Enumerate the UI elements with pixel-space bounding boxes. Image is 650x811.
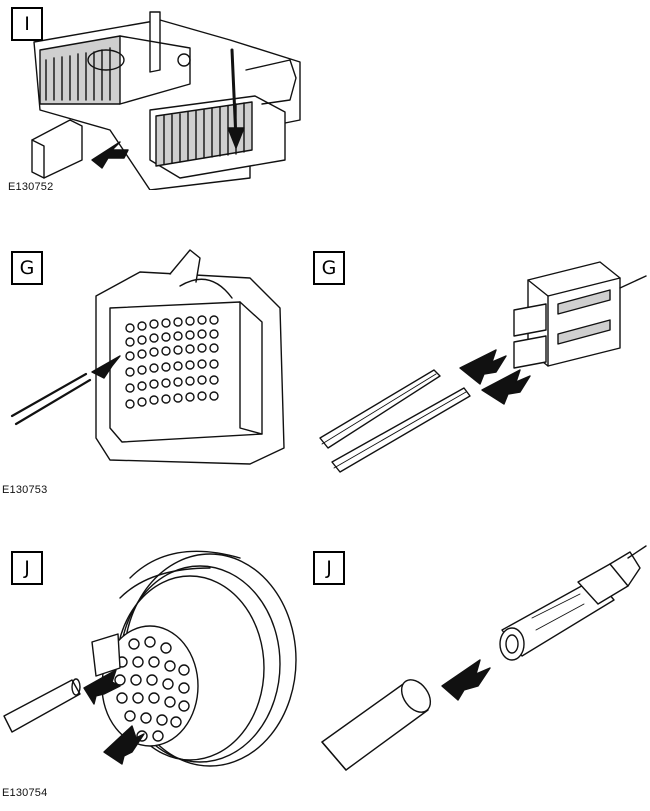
connector-lock-removal-illustration — [31, 11, 301, 190]
step-label-box: J — [313, 551, 345, 585]
figure-code: E130753 — [2, 484, 48, 496]
figure-e130752-panel-i: I — [0, 0, 310, 190]
step-label-box: J — [11, 551, 43, 585]
pin-terminal-insertion-illustration — [321, 545, 647, 771]
figure-code: E130754 — [2, 787, 48, 799]
figure-e130754-panel-j-left: J — [0, 538, 310, 778]
step-label-box: G — [11, 251, 43, 285]
step-label-box: I — [11, 7, 43, 41]
terminal-insertion-illustration — [319, 261, 647, 473]
step-label-box: G — [313, 251, 345, 285]
round-connector-illustration — [3, 550, 297, 767]
figure-e130753-panel-g-left: G — [0, 238, 310, 478]
figure-e130753-panel-g-right: G — [310, 238, 650, 478]
figure-code: E130752 — [8, 181, 54, 193]
figure-e130754-panel-j-right: J — [310, 538, 650, 778]
multipin-connector-release-illustration — [10, 249, 285, 465]
